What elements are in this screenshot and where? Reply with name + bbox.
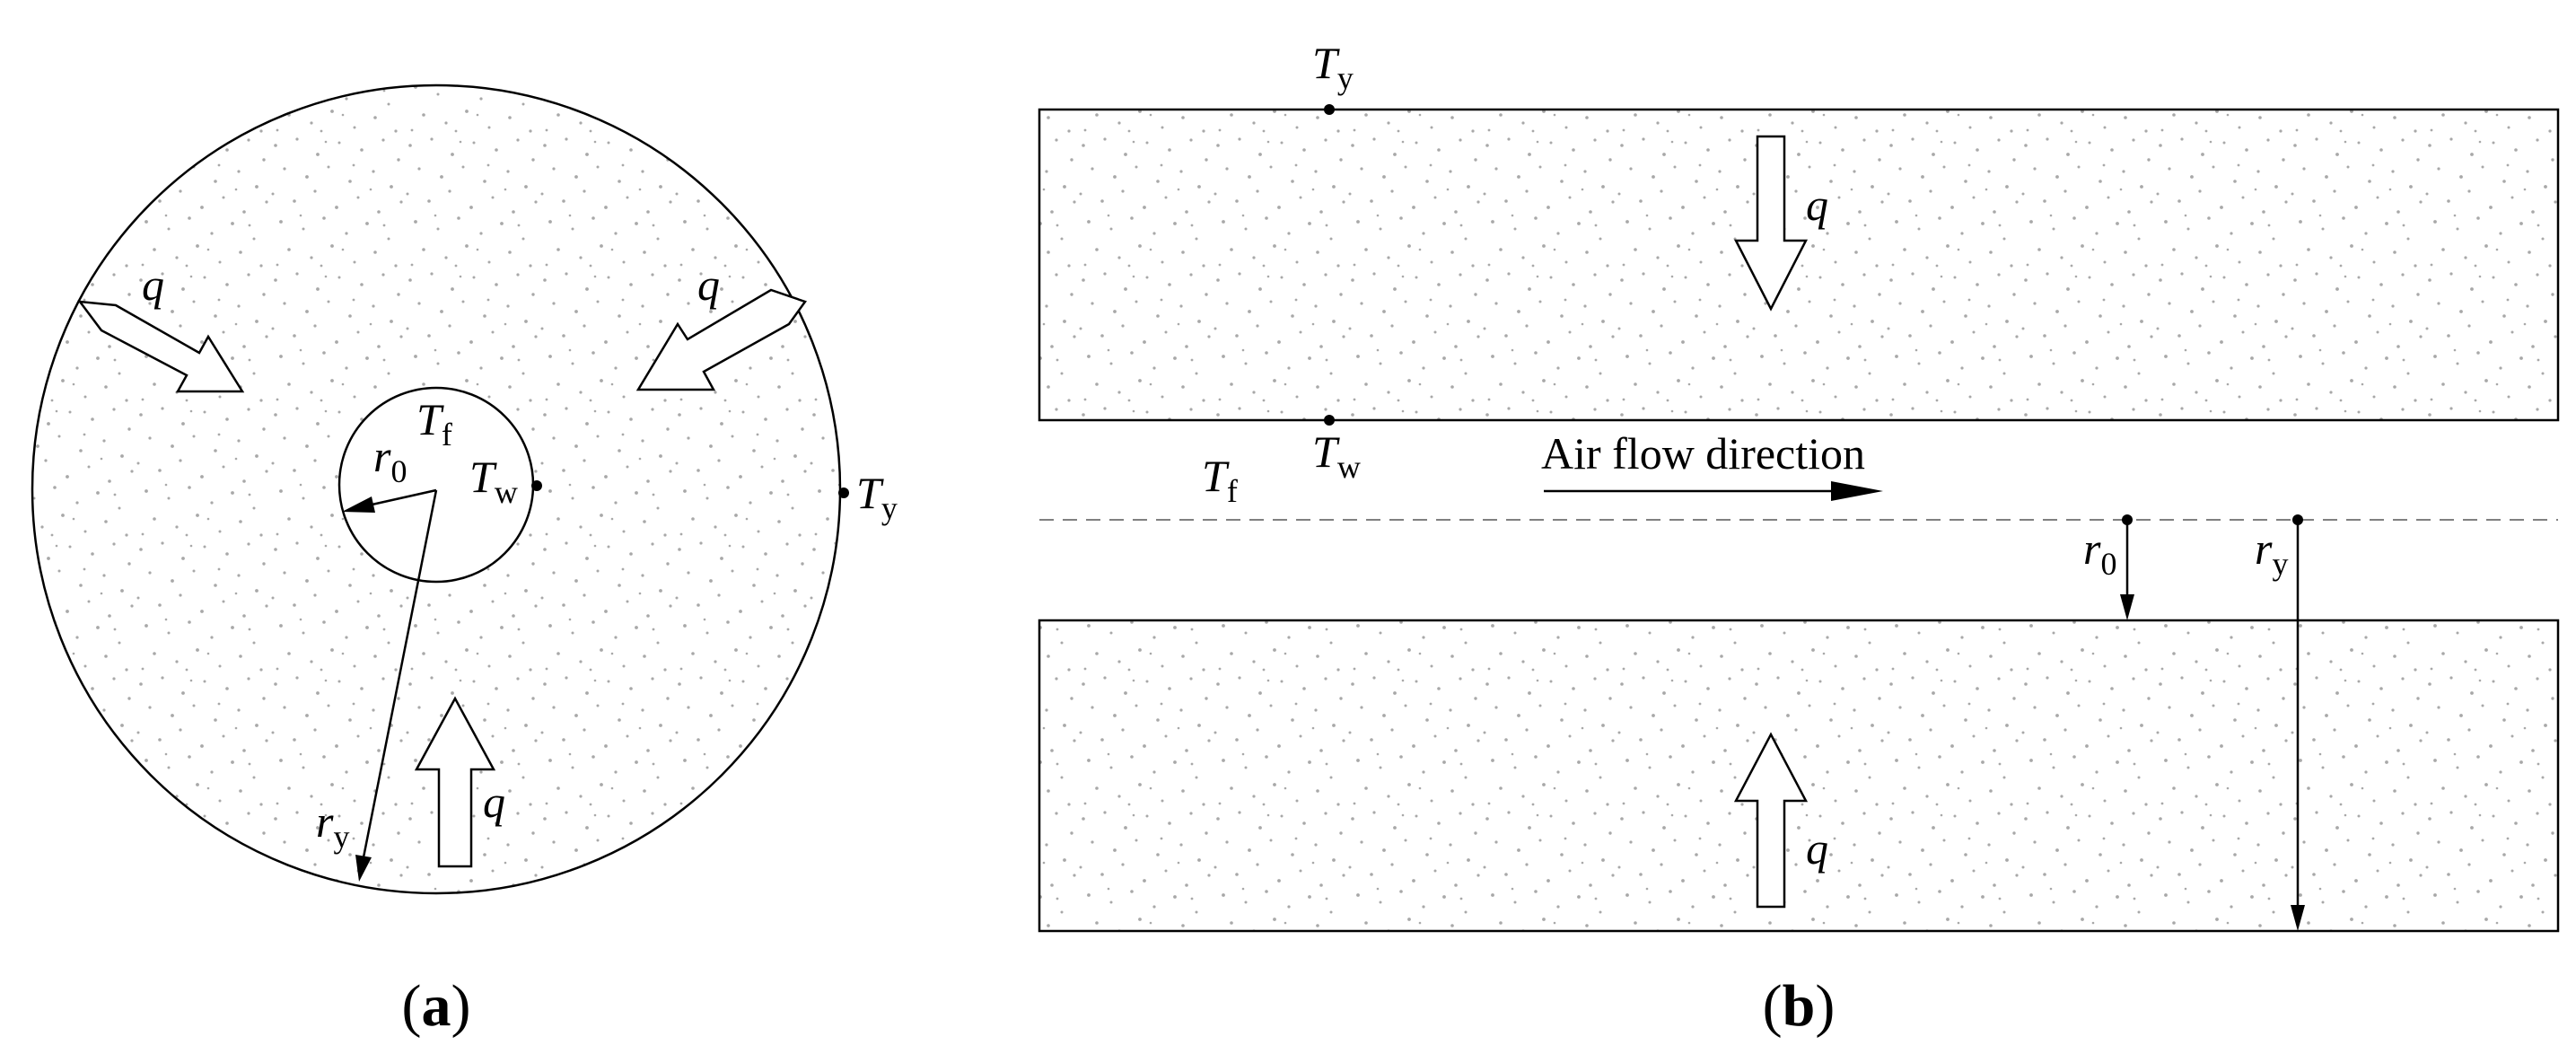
- ty-point: [838, 487, 849, 498]
- upper-rock-layer: [1038, 108, 2560, 422]
- r0-label: r0: [373, 431, 407, 489]
- airflow-label: Air flow direction: [1541, 428, 1865, 479]
- r0-radius-arrow: [342, 488, 437, 513]
- lower-rock-layer: [1038, 619, 2560, 933]
- ry-radius-arrow: [355, 489, 438, 882]
- tw-label: Tw: [469, 452, 518, 510]
- ty-label-b: Ty: [1312, 38, 1354, 96]
- ry-arrow-b: [2291, 520, 2305, 931]
- airflow-arrow: [1544, 481, 1883, 501]
- tw-point-b: [1324, 415, 1335, 426]
- q-label-upper-right: q: [697, 259, 720, 310]
- q-label-bottom-b: q: [1806, 823, 1828, 874]
- ry-label-b: ry: [2255, 523, 2288, 582]
- ty-label: Ty: [856, 468, 898, 526]
- tw-label-b: Tw: [1312, 426, 1361, 485]
- panel-a: q q q Tf Tw r0 Ty ry (a): [31, 83, 898, 1039]
- tf-label: Tf: [416, 394, 452, 452]
- q-arrow-down: [1733, 135, 1809, 312]
- r0-arrow-b: [2120, 520, 2134, 620]
- q-arrow-upper-right: [635, 288, 807, 391]
- q-label-top: q: [1806, 180, 1828, 230]
- r0-label-b: r0: [2083, 523, 2116, 582]
- q-label-bottom: q: [483, 777, 505, 827]
- q-arrow-bottom: [414, 696, 496, 868]
- caption-b: (b): [1763, 973, 1836, 1039]
- panel-b: Ty Tw Tf q q Air flow direction r0 ry (b…: [1038, 38, 2560, 1039]
- q-label-upper-left: q: [142, 259, 164, 310]
- tw-point: [531, 480, 542, 491]
- ty-point-b: [1324, 104, 1335, 115]
- caption-a: (a): [402, 973, 471, 1039]
- q-arrow-up: [1733, 732, 1809, 909]
- tf-label-b: Tf: [1202, 451, 1238, 509]
- ry-label: ry: [316, 796, 349, 855]
- q-arrow-upper-left: [77, 300, 245, 393]
